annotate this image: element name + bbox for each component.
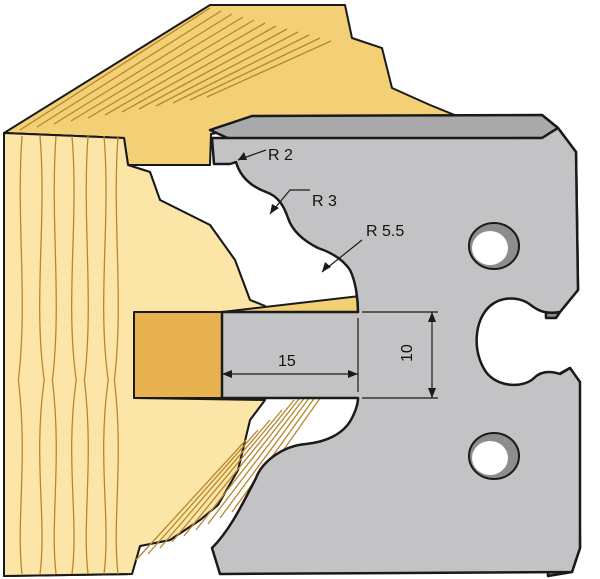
face-grain-line [195, 389, 307, 531]
label-radius-mid: R 3 [312, 193, 337, 210]
dimension-groove-width [362, 311, 438, 399]
face-grain-line [147, 429, 259, 555]
knife-hole-upper [468, 222, 520, 270]
wood-groove [133, 311, 223, 399]
end-grain-line [17, 135, 23, 575]
cutter-knife [208, 113, 582, 578]
knife-hole-lower [468, 432, 520, 480]
top-grain-line [36, 10, 222, 128]
label-radius-large: R 5.5 [366, 223, 404, 240]
label-groove-depth: 15 [278, 353, 296, 370]
top-grain-line [189, 37, 321, 101]
end-grain-line [39, 135, 45, 575]
top-grain-line [138, 28, 288, 110]
top-grain-line [172, 34, 310, 104]
leader-lines [237, 149, 363, 273]
top-grain-line [155, 31, 299, 107]
face-grain-line [135, 439, 247, 561]
end-grain-line [83, 135, 89, 575]
end-grain-line [51, 135, 57, 575]
dimension-groove-depth [222, 318, 359, 392]
label-groove-width: 10 [399, 344, 416, 362]
top-grain-line [206, 40, 332, 98]
knife-top-bevel [208, 113, 560, 142]
face-grain-line [159, 419, 271, 549]
top-grain-line [53, 13, 233, 125]
top-grain-line [121, 25, 277, 113]
face-grain-line [171, 409, 283, 543]
end-grain-line [103, 135, 109, 575]
top-grain-line [87, 19, 255, 119]
face-grain-line [183, 399, 295, 537]
end-grain-line [71, 135, 77, 575]
end-grain-line [113, 135, 119, 575]
top-grain-line [19, 7, 211, 131]
top-grain-line [104, 22, 266, 116]
knife-face [210, 126, 582, 576]
top-grain-line [70, 16, 244, 122]
label-radius-small: R 2 [268, 147, 293, 164]
face-grain-line [207, 379, 319, 525]
